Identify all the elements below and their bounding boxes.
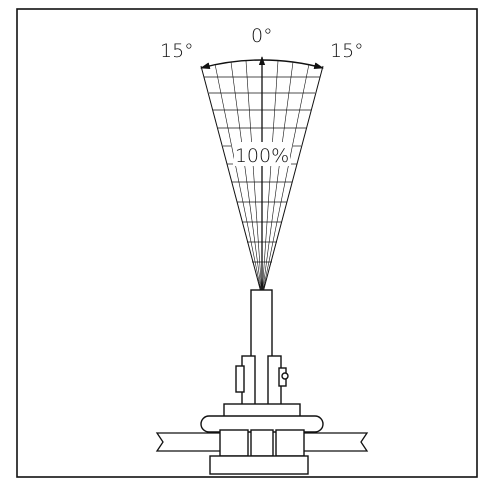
angle-label-left: 15° xyxy=(160,40,194,62)
load-label-background xyxy=(234,142,290,166)
angle-arc-right-arrow xyxy=(261,59,324,70)
fan-right-edge xyxy=(261,65,324,297)
lifting-clamp xyxy=(200,289,324,475)
fan-ray xyxy=(230,61,263,297)
angle-arc-left-arrow xyxy=(200,59,263,70)
fan-ray xyxy=(261,63,310,297)
angle-label-right: 15° xyxy=(330,40,364,62)
clamp-jaw-left xyxy=(219,429,249,457)
plate-left-section xyxy=(155,432,220,452)
fan-ray xyxy=(261,61,294,297)
diagram-frame xyxy=(16,8,478,478)
fan-ray xyxy=(261,60,279,297)
angle-fan xyxy=(200,60,324,297)
clamp-base xyxy=(209,455,309,475)
pivot-bolt-icon xyxy=(281,372,289,380)
plate-right-section xyxy=(304,432,369,452)
load-percentage-label: 100% xyxy=(235,145,289,167)
clamp-jaw-right xyxy=(275,429,305,457)
clamp-jaw-center xyxy=(250,429,274,457)
workpiece-plate xyxy=(155,432,369,452)
fan-ray xyxy=(214,63,263,297)
pivot-block-left xyxy=(235,365,245,393)
fan-left-edge xyxy=(200,65,263,297)
fan-ray xyxy=(245,60,263,297)
angle-label-center: 0° xyxy=(251,25,273,47)
